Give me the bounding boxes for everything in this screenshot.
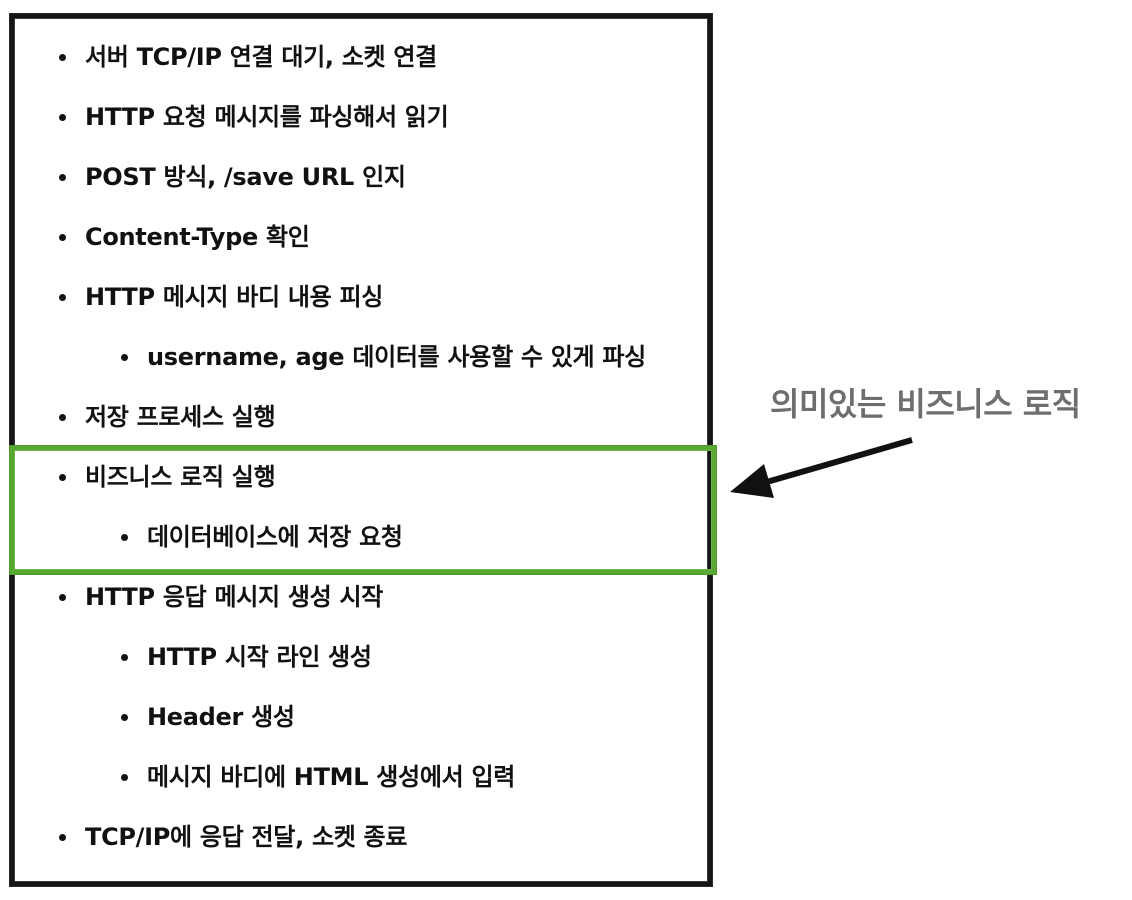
step-text: POST 방식, /save URL 인지 [85,163,406,191]
step-text: 서버 TCP/IP 연결 대기, 소켓 연결 [85,43,437,71]
bullet-icon [59,294,66,301]
step-text: 메시지 바디에 HTML 생성에서 입력 [147,763,516,791]
sub-step-item: username, age 데이터를 사용할 수 있게 파싱 [121,342,646,372]
bullet-icon [59,474,66,481]
bullet-icon [121,714,128,721]
step-item: HTTP 요청 메시지를 파싱해서 읽기 [59,102,449,132]
step-item: 저장 프로세스 실행 [59,402,276,432]
bullet-icon [59,594,66,601]
step-item: TCP/IP에 응답 전달, 소켓 종료 [59,822,408,852]
bullet-icon [121,654,128,661]
callout-label: 의미있는 비즈니스 로직 [770,385,1081,423]
sub-step-item: HTTP 시작 라인 생성 [121,642,372,672]
step-item: POST 방식, /save URL 인지 [59,162,406,192]
sub-step-item: 메시지 바디에 HTML 생성에서 입력 [121,762,516,792]
step-item: Content-Type 확인 [59,222,310,252]
step-text: HTTP 시작 라인 생성 [147,643,372,671]
step-text: TCP/IP에 응답 전달, 소켓 종료 [85,823,408,851]
sub-step-item: 데이터베이스에 저장 요청 [121,522,403,552]
step-item: 서버 TCP/IP 연결 대기, 소켓 연결 [59,42,437,72]
bullet-icon [59,834,66,841]
step-text: HTTP 메시지 바디 내용 피싱 [85,283,384,311]
step-text: HTTP 요청 메시지를 파싱해서 읽기 [85,103,449,131]
bullet-icon [59,414,66,421]
step-text: HTTP 응답 메시지 생성 시작 [85,583,384,611]
bullet-icon [59,234,66,241]
bullet-icon [59,114,66,121]
step-text: 데이터베이스에 저장 요청 [147,523,403,551]
step-text: 비즈니스 로직 실행 [85,463,276,491]
step-item: HTTP 응답 메시지 생성 시작 [59,582,384,612]
arrow-left-icon [730,437,913,498]
bullet-icon [121,354,128,361]
bullet-icon [121,774,128,781]
step-text: 저장 프로세스 실행 [85,403,276,431]
step-item: HTTP 메시지 바디 내용 피싱 [59,282,384,312]
sub-step-item: Header 생성 [121,702,295,732]
bullet-icon [59,54,66,61]
step-text: username, age 데이터를 사용할 수 있게 파싱 [147,343,646,371]
bullet-icon [121,534,128,541]
step-text: Content-Type 확인 [85,223,310,251]
step-item: 비즈니스 로직 실행 [59,462,276,492]
bullet-icon [59,174,66,181]
step-text: Header 생성 [147,703,295,731]
business-logic-highlight [10,446,716,574]
